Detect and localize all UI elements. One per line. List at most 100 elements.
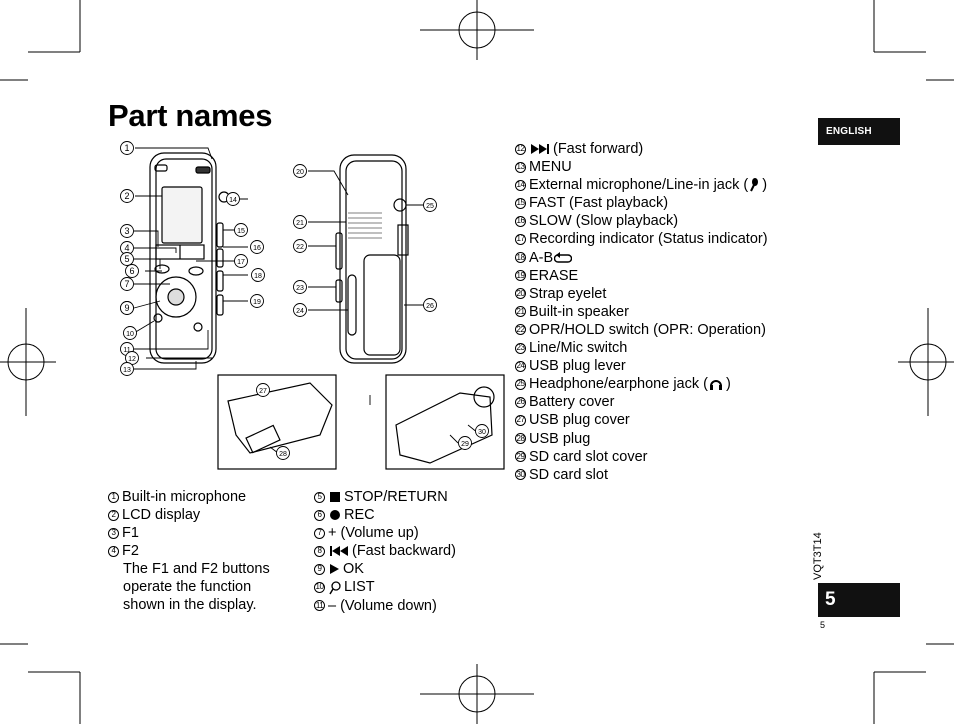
- callout-17: 17: [234, 254, 248, 268]
- item-number: 3: [108, 527, 119, 539]
- part-label: A-B: [529, 249, 554, 266]
- part-label: Built-in speaker: [529, 303, 629, 320]
- item-number: 7: [314, 527, 325, 539]
- callout-number: 15: [237, 228, 245, 235]
- callout-5: 5: [120, 252, 134, 266]
- callout-6: 6: [125, 264, 139, 278]
- f2-note: The F1 and F2 buttons operate the functi…: [123, 561, 270, 614]
- part-label: OK: [343, 561, 364, 578]
- part-list-item: 12(Fast forward): [515, 140, 768, 158]
- part-label: LIST: [344, 579, 375, 596]
- callout-number: 3: [124, 226, 129, 236]
- callout-number: 28: [279, 451, 287, 458]
- callout-number: 4: [124, 243, 129, 253]
- repeat-loop-icon: [554, 251, 573, 264]
- part-label: SD card slot cover: [529, 448, 648, 465]
- callout-25: 25: [423, 198, 437, 212]
- callout-15: 15: [234, 223, 248, 237]
- callout-number: 29: [461, 441, 469, 448]
- part-label: F1: [122, 525, 139, 542]
- item-number: 5: [314, 491, 325, 503]
- callout-number: 14: [229, 197, 237, 204]
- callout-number: 21: [296, 220, 304, 227]
- item-number: 23: [515, 342, 526, 354]
- item-number: 19: [515, 270, 526, 282]
- part-label: (Fast backward): [352, 543, 456, 560]
- item-number: 27: [515, 414, 526, 426]
- item-number: 13: [515, 161, 526, 173]
- part-label: REC: [344, 507, 375, 524]
- part-label-suffix: ): [725, 376, 731, 393]
- callout-number: 19: [253, 299, 261, 306]
- item-number: 20: [515, 288, 526, 300]
- item-number: 22: [515, 324, 526, 336]
- document-code: VQT3T14: [812, 532, 824, 580]
- callout-number: 27: [259, 388, 267, 395]
- part-list-item: 7+ (Volume up): [314, 524, 456, 542]
- callout-18: 18: [251, 268, 265, 282]
- part-label: USB plug: [529, 430, 591, 447]
- part-label: FAST (Fast playback): [529, 195, 669, 212]
- item-number: 2: [108, 509, 119, 521]
- item-number: 26: [515, 396, 526, 408]
- part-label: MENU: [529, 159, 572, 176]
- callout-number: 9: [124, 303, 129, 313]
- callout-14: 14: [226, 192, 240, 206]
- part-label: USB plug lever: [529, 358, 626, 375]
- part-list-item: 11– (Volume down): [314, 597, 456, 615]
- callout-number: 7: [124, 279, 129, 289]
- callout-28: 28: [276, 446, 290, 460]
- part-label: (Fast forward): [553, 141, 644, 157]
- callout-number: 25: [426, 203, 434, 210]
- callout-10: 10: [123, 326, 137, 340]
- item-number: 14: [515, 179, 526, 191]
- callout-number: 12: [128, 356, 136, 363]
- callout-number: 2: [124, 191, 129, 201]
- item-number: 17: [515, 234, 526, 246]
- callout-number: 16: [253, 245, 261, 252]
- item-number: 8: [314, 545, 325, 557]
- part-label: – (Volume down): [328, 597, 437, 614]
- part-label: Recording indicator (Status indicator): [529, 231, 768, 248]
- page-number-tab: 5: [818, 583, 900, 617]
- callout-22: 22: [293, 239, 307, 253]
- part-label: Strap eyelet: [529, 285, 607, 302]
- item-number: 11: [314, 600, 325, 612]
- item-number: 21: [515, 306, 526, 318]
- callout-3: 3: [120, 224, 134, 238]
- callout-number: 6: [129, 266, 134, 276]
- callout-number: 13: [123, 367, 131, 374]
- callout-number: 1: [124, 143, 129, 153]
- part-label: Battery cover: [529, 394, 615, 411]
- callout-number: 24: [296, 308, 304, 315]
- callout-number: 26: [426, 303, 434, 310]
- callout-number: 10: [126, 331, 134, 338]
- callout-23: 23: [293, 280, 307, 294]
- page-title: Part names: [108, 98, 273, 133]
- part-label: SLOW (Slow playback): [529, 213, 679, 230]
- callout-number: 11: [123, 347, 130, 354]
- part-label: LCD display: [122, 507, 201, 524]
- callout-number: 18: [254, 273, 262, 280]
- callout-numbers: 1234567891011121314151617181920212223242…: [120, 141, 489, 460]
